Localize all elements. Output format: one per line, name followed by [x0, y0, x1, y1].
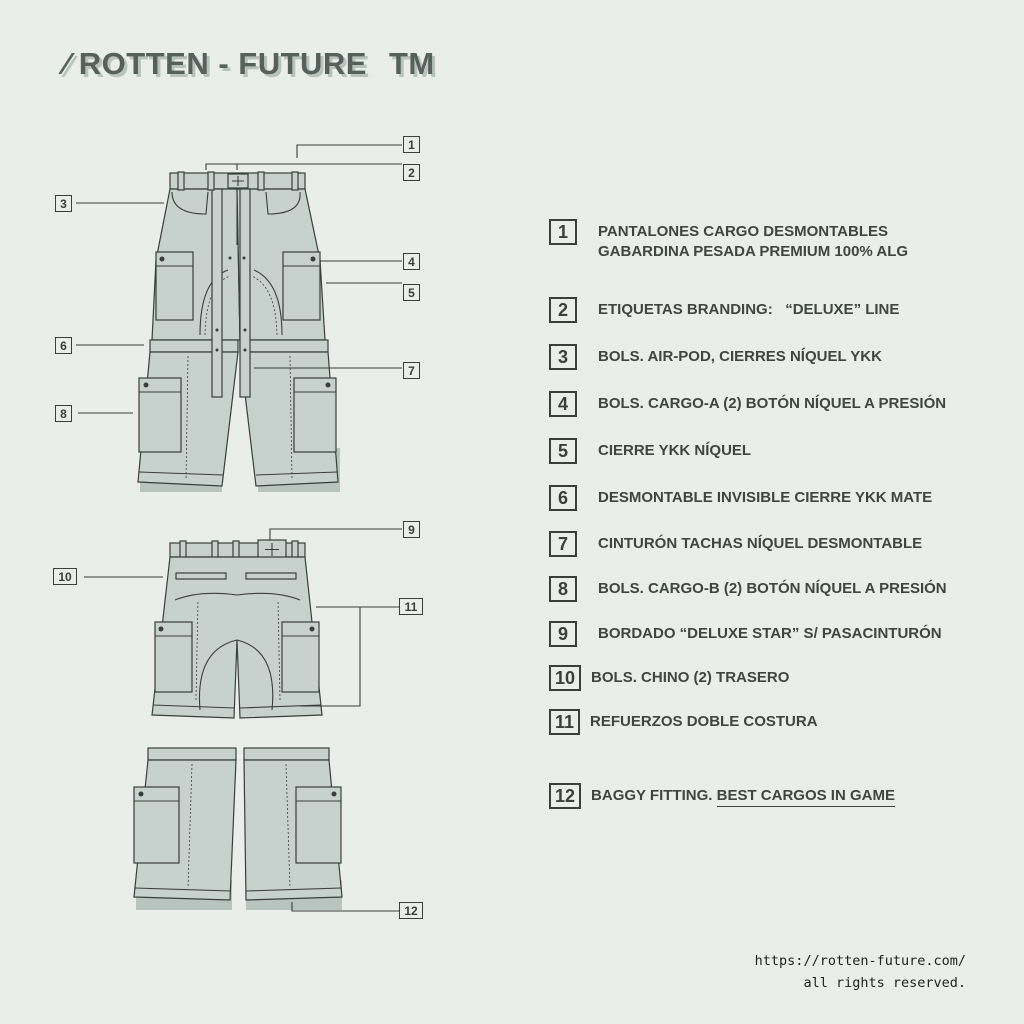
- front-zip-band-left: [149, 339, 239, 353]
- legend-text-5: CIERRE YKK NÍQUEL: [598, 442, 752, 459]
- legend-item-2: 2 ETIQUETAS BRANDING: “DELUXE” LINE: [549, 297, 899, 323]
- legend-item-10: 10 BOLS. CHINO (2) TRASERO: [549, 665, 789, 691]
- back-cargo-pocket-right: [281, 621, 320, 693]
- legend-item-8: 8 BOLS. CARGO-B (2) BOTÓN NÍQUEL A PRESI…: [549, 576, 947, 602]
- footer: https://rotten-future.com/ all rights re…: [755, 950, 966, 994]
- legend-item-9: 9 BORDADO “DELUXE STAR” S/ PASACINTURÓN: [549, 621, 942, 647]
- callout-5: 5: [403, 284, 420, 301]
- callout-12: 12: [399, 902, 423, 919]
- brand-tm: TM: [389, 46, 435, 81]
- legend-text-8: BOLS. CARGO-B (2) BOTÓN NÍQUEL A PRESIÓN: [598, 580, 947, 597]
- brand-name: ⁄ ROTTEN - FUTURE: [64, 46, 367, 81]
- back-shorts-body: [151, 556, 323, 719]
- legend-number-3: 3: [549, 344, 577, 370]
- legend-text-1-line-1: PANTALONES CARGO DESMONTABLES: [598, 223, 889, 240]
- leader-lines: [76, 144, 402, 912]
- legend-number-5: 5: [549, 438, 577, 464]
- back-cargo-pocket-left: [154, 621, 193, 693]
- detached-right-band: [243, 747, 330, 761]
- legend-text-12: BAGGY FITTING. BEST CARGOS IN GAME: [591, 786, 895, 807]
- detached-cargo-pocket-left: [133, 786, 180, 864]
- legend-text-6: DESMONTABLE INVISIBLE CIERRE YKK MATE: [598, 489, 933, 506]
- legend-number-7: 7: [549, 531, 577, 557]
- callout-4: 4: [403, 253, 420, 270]
- back-view: [151, 539, 323, 719]
- cargo-pocket-b-right: [293, 377, 337, 453]
- callout-2: 2: [403, 164, 420, 181]
- legend-item-11: 11 REFUERZOS DOBLE COSTURA: [549, 709, 818, 735]
- brand-logo: ⁄ ROTTEN - FUTURE TM: [64, 46, 435, 82]
- cargo-pocket-a-left: [155, 251, 194, 321]
- legend-text-10: BOLS. CHINO (2) TRASERO: [591, 669, 790, 686]
- detached-cargo-pocket-right: [295, 786, 342, 864]
- footer-url[interactable]: https://rotten-future.com/: [754, 953, 966, 969]
- legend-item-3: 3 BOLS. AIR-POD, CIERRES NÍQUEL YKK: [549, 344, 882, 370]
- cargo-pocket-a-right: [282, 251, 321, 321]
- legend-text-1: PANTALONES CARGO DESMONTABLES GABARDINA …: [598, 222, 908, 262]
- legend-number-8: 8: [549, 576, 577, 602]
- detached-legs: [133, 747, 343, 910]
- legend-number-11: 11: [549, 709, 581, 735]
- legend-item-7: 7 CINTURÓN TACHAS NÍQUEL DESMONTABLE: [549, 531, 922, 557]
- legend-item-4: 4 BOLS. CARGO-A (2) BOTÓN NÍQUEL A PRESI…: [549, 391, 946, 417]
- legend-item-1: 1 PANTALONES CARGO DESMONTABLES GABARDIN…: [549, 219, 908, 262]
- legend-text-12-b: BEST CARGOS IN GAME: [716, 787, 895, 807]
- callout-6: 6: [55, 337, 72, 354]
- legend-number-10: 10: [549, 665, 582, 691]
- callout-7: 7: [403, 362, 420, 379]
- legend-text-2: ETIQUETAS BRANDING: “DELUXE” LINE: [598, 301, 900, 318]
- front-view: [137, 171, 340, 492]
- footer-rights: all rights reserved.: [803, 975, 966, 991]
- legend-text-12-a: BAGGY FITTING.: [591, 787, 713, 804]
- front-belt-strap: [211, 188, 223, 398]
- legend-text-1-line-2: GABARDINA PESADA PREMIUM 100% ALG: [598, 243, 909, 260]
- legend-number-6: 6: [549, 485, 577, 511]
- callout-1: 1: [403, 136, 420, 153]
- callout-11: 11: [399, 598, 423, 615]
- legend-text-11: REFUERZOS DOBLE COSTURA: [590, 713, 818, 730]
- legend-text-4: BOLS. CARGO-A (2) BOTÓN NÍQUEL A PRESIÓN: [598, 395, 947, 412]
- legend-item-6: 6 DESMONTABLE INVISIBLE CIERRE YKK MATE: [549, 485, 932, 511]
- callout-3: 3: [55, 195, 72, 212]
- legend-item-12: 12 BAGGY FITTING. BEST CARGOS IN GAME: [549, 783, 895, 809]
- legend-number-1: 1: [549, 219, 577, 245]
- legend-text-7: CINTURÓN TACHAS NÍQUEL DESMONTABLE: [598, 535, 923, 552]
- callout-9: 9: [403, 521, 420, 538]
- front-zip-band-right: [239, 339, 329, 353]
- legend-number-2: 2: [549, 297, 577, 323]
- legend-number-4: 4: [549, 391, 577, 417]
- legend-text-3: BOLS. AIR-POD, CIERRES NÍQUEL YKK: [598, 348, 882, 365]
- legend-item-5: 5 CIERRE YKK NÍQUEL: [549, 438, 751, 464]
- legend-text-9: BORDADO “DELUXE STAR” S/ PASACINTURÓN: [598, 625, 942, 642]
- chino-pocket-left: [175, 572, 227, 580]
- callout-10: 10: [53, 568, 77, 585]
- legend-number-12: 12: [549, 783, 582, 809]
- legend-number-9: 9: [549, 621, 577, 647]
- cargo-pocket-b-left: [138, 377, 182, 453]
- callout-8: 8: [55, 405, 72, 422]
- detached-left-band: [147, 747, 237, 761]
- chino-pocket-right: [245, 572, 297, 580]
